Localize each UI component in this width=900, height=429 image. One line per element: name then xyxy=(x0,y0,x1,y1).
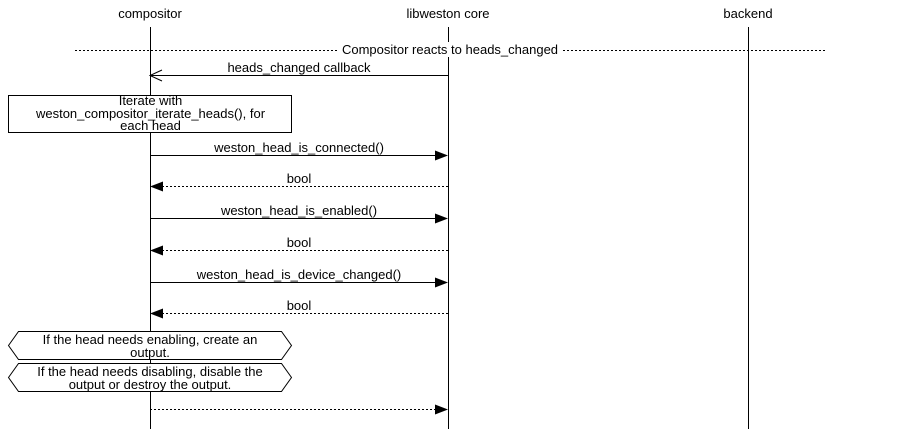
condition-line: output. xyxy=(130,345,170,360)
actor-label-compositor: compositor xyxy=(118,6,182,21)
filled-arrowhead-right-icon xyxy=(435,404,448,415)
note-box xyxy=(8,95,292,133)
condition-box-enable xyxy=(7,331,293,360)
filled-arrowhead-left-icon xyxy=(150,245,163,256)
message-label-bool-2: bool xyxy=(286,235,312,250)
condition-line: If the head needs disabling, disable the xyxy=(37,364,263,379)
open-arrowhead-left-icon xyxy=(148,69,163,82)
message-arrow-heads-changed-callback xyxy=(148,69,448,82)
message-arrow-weston-head-is-connected xyxy=(150,150,448,161)
message-label-weston-head-is-device-changed: weston_head_is_device_changed() xyxy=(196,267,402,282)
note-box-text: Iterate with weston_compositor_iterate_h… xyxy=(9,95,292,133)
note-line: weston_compositor_iterate_heads(), for xyxy=(35,105,266,121)
message-label-weston-head-is-connected: weston_head_is_connected() xyxy=(214,140,384,155)
return-arrow-bool-2 xyxy=(150,245,448,256)
note-line: each head xyxy=(120,118,181,134)
filled-arrowhead-right-icon xyxy=(435,150,448,161)
return-arrow-bool-1 xyxy=(150,181,448,192)
message-arrow-weston-head-is-enabled xyxy=(150,213,448,224)
message-arrow-final-dotted xyxy=(150,404,448,415)
condition-box-disable-text: If the head needs disabling, disable the… xyxy=(8,365,292,391)
condition-line: output or destroy the output. xyxy=(68,377,232,392)
actor-label-libweston-core: libweston core xyxy=(406,6,490,21)
divider: Compositor reacts to heads_changed xyxy=(75,42,825,57)
filled-arrowhead-left-icon xyxy=(150,181,163,192)
message-label-bool-1: bool xyxy=(286,171,312,186)
condition-box-disable xyxy=(7,363,293,392)
return-arrow-bool-3 xyxy=(150,308,448,319)
filled-arrowhead-right-icon xyxy=(435,277,448,288)
message-arrow-weston-head-is-device-changed xyxy=(150,277,448,288)
condition-line: If the head needs enabling, create an xyxy=(42,332,258,347)
note-line: Iterate with xyxy=(118,93,183,109)
filled-arrowhead-right-icon xyxy=(435,213,448,224)
message-label-heads-changed-callback: heads_changed callback xyxy=(227,60,371,75)
filled-arrowhead-left-icon xyxy=(150,308,163,319)
condition-box-enable-text: If the head needs enabling, create an ou… xyxy=(8,333,292,359)
message-label-bool-3: bool xyxy=(286,298,312,313)
actor-label-backend: backend xyxy=(723,6,773,21)
divider-label: Compositor reacts to heads_changed xyxy=(338,42,562,57)
message-label-weston-head-is-enabled: weston_head_is_enabled() xyxy=(220,203,378,218)
